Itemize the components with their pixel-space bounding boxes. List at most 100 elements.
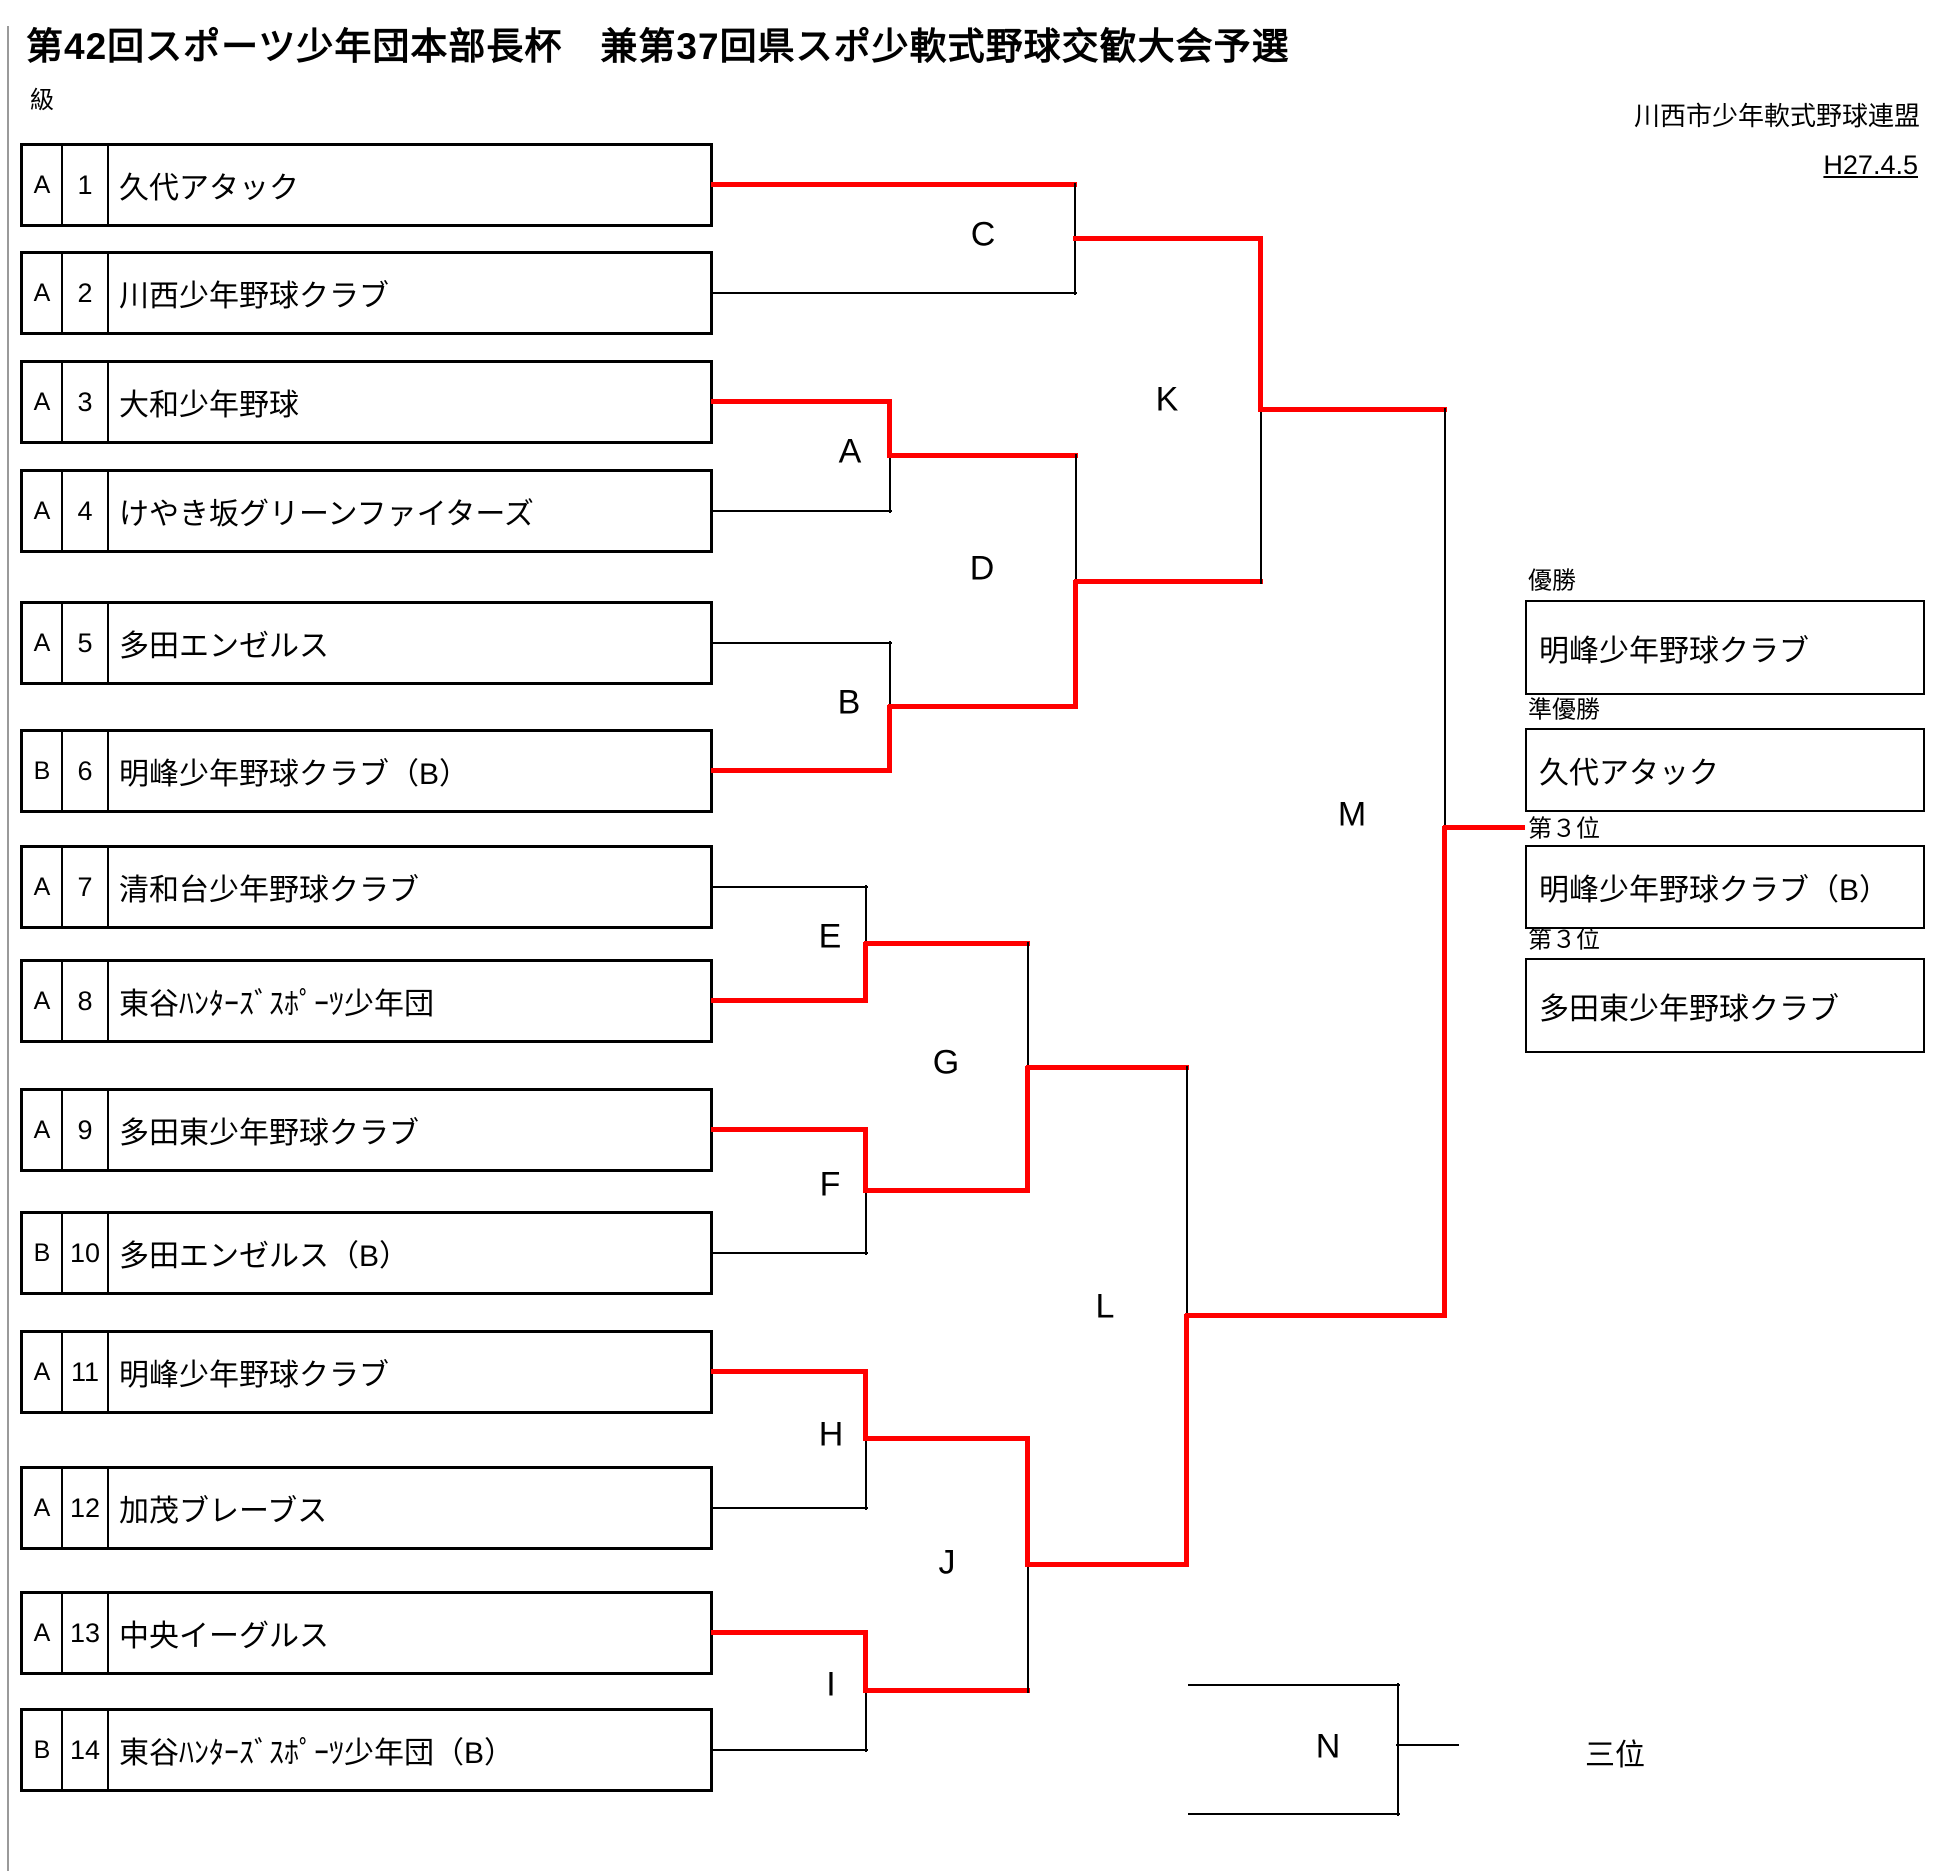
team-name: 多田エンゼルス（B） — [119, 1240, 410, 1273]
winner-line — [1443, 825, 1525, 830]
winner-line — [711, 998, 868, 1003]
event-date: H27.4.5 — [1823, 150, 1918, 180]
bracket-line — [711, 1507, 868, 1509]
bracket-line — [865, 1189, 867, 1255]
team-class: A — [23, 962, 63, 1040]
match-label: K — [1155, 380, 1179, 419]
bracket-line — [1075, 454, 1077, 584]
team-class: A — [23, 604, 63, 682]
team-number: 9 — [63, 1091, 109, 1169]
team-class: B — [23, 732, 63, 810]
bracket-line — [1074, 237, 1076, 295]
winner-line — [1025, 1437, 1030, 1567]
team-class: A — [23, 1594, 63, 1672]
third-place-note: 三位 — [1585, 1739, 1645, 1772]
bracket-line — [711, 1749, 868, 1751]
match-label: E — [818, 917, 842, 956]
organization-name: 川西市少年軟式野球連盟 — [1633, 101, 1920, 131]
team-name: 加茂ブレーブス — [119, 1495, 328, 1528]
winner-line — [1026, 1065, 1189, 1070]
winner-line — [1025, 1066, 1030, 1193]
team-class: A — [23, 1469, 63, 1547]
team-class: A — [23, 1333, 63, 1411]
match-label: F — [819, 1165, 841, 1204]
bracket-line — [711, 642, 892, 644]
winner-line — [1185, 1313, 1447, 1318]
result-rank-label: 第３位 — [1528, 926, 1600, 954]
match-label: B — [837, 683, 861, 722]
team-number: 11 — [63, 1333, 109, 1411]
class-column-header: 級 — [30, 87, 54, 114]
team-name: 久代アタック — [119, 172, 299, 205]
team-name: 多田東少年野球クラブ — [119, 1117, 419, 1150]
bracket-line — [711, 1252, 868, 1254]
match-label: G — [932, 1043, 960, 1082]
winner-line — [864, 941, 1030, 946]
team-number: 12 — [63, 1469, 109, 1547]
result-team-name: 明峰少年野球クラブ — [1539, 634, 1809, 668]
bracket-line — [865, 1689, 867, 1752]
match-label: L — [1095, 1287, 1115, 1326]
result-team-name: 多田東少年野球クラブ — [1539, 992, 1839, 1026]
result-box: 多田東少年野球クラブ — [1525, 958, 1925, 1053]
bracket-line — [1444, 408, 1446, 830]
bracket-line — [711, 510, 892, 512]
winner-line — [1184, 1314, 1189, 1567]
bracket-line — [865, 885, 867, 946]
match-label: J — [938, 1543, 956, 1582]
winner-line — [1258, 237, 1263, 412]
winner-line — [863, 1631, 868, 1693]
winner-line — [863, 1370, 868, 1441]
winner-line — [711, 768, 892, 773]
winner-line — [711, 1127, 868, 1132]
team-number: 5 — [63, 604, 109, 682]
result-box: 明峰少年野球クラブ — [1525, 600, 1925, 695]
team-class: A — [23, 472, 63, 550]
winner-line — [863, 942, 868, 1003]
result-rank-label: 優勝 — [1528, 567, 1576, 595]
team-number: 6 — [63, 732, 109, 810]
winner-line — [1074, 579, 1263, 584]
winner-line — [887, 400, 892, 458]
team-name: 中央イーグルス — [119, 1620, 329, 1653]
team-number: 8 — [63, 962, 109, 1040]
bracket-line — [1027, 1563, 1029, 1693]
page-title: 第42回スポーツ少年団本部長杯 兼第37回県スポ少軟式野球交歓大会予選 — [26, 26, 1290, 67]
team-name: 東谷ﾊﾝﾀｰｽﾞｽﾎﾟｰﾂ少年団（B） — [119, 1737, 515, 1770]
team-class: B — [23, 1214, 63, 1292]
team-name: 大和少年野球 — [119, 389, 299, 422]
team-class: A — [23, 363, 63, 441]
team-name: 川西少年野球クラブ — [119, 280, 389, 313]
bracket-line — [1027, 942, 1029, 1070]
bracket-line — [711, 292, 1077, 294]
match-label: A — [838, 432, 862, 471]
team-number: 13 — [63, 1594, 109, 1672]
winner-line — [711, 1630, 868, 1635]
winner-line — [864, 1688, 1030, 1693]
winner-line — [711, 399, 892, 404]
bracket-line — [711, 886, 868, 888]
team-name: 明峰少年野球クラブ — [119, 1359, 389, 1392]
bracket-line — [889, 641, 891, 709]
team-number: 14 — [63, 1711, 109, 1789]
bracket-line — [1397, 1683, 1399, 1747]
team-number: 7 — [63, 848, 109, 926]
bracket-line — [865, 1437, 867, 1510]
bracket-line — [1074, 183, 1076, 241]
winner-line — [711, 1369, 868, 1374]
match-label: M — [1337, 795, 1367, 834]
bracket-line — [1188, 1684, 1400, 1686]
team-number: 10 — [63, 1214, 109, 1292]
winner-line — [1073, 236, 1263, 241]
result-rank-label: 第３位 — [1528, 815, 1600, 843]
result-box: 久代アタック — [1525, 728, 1925, 812]
team-class: A — [23, 1091, 63, 1169]
